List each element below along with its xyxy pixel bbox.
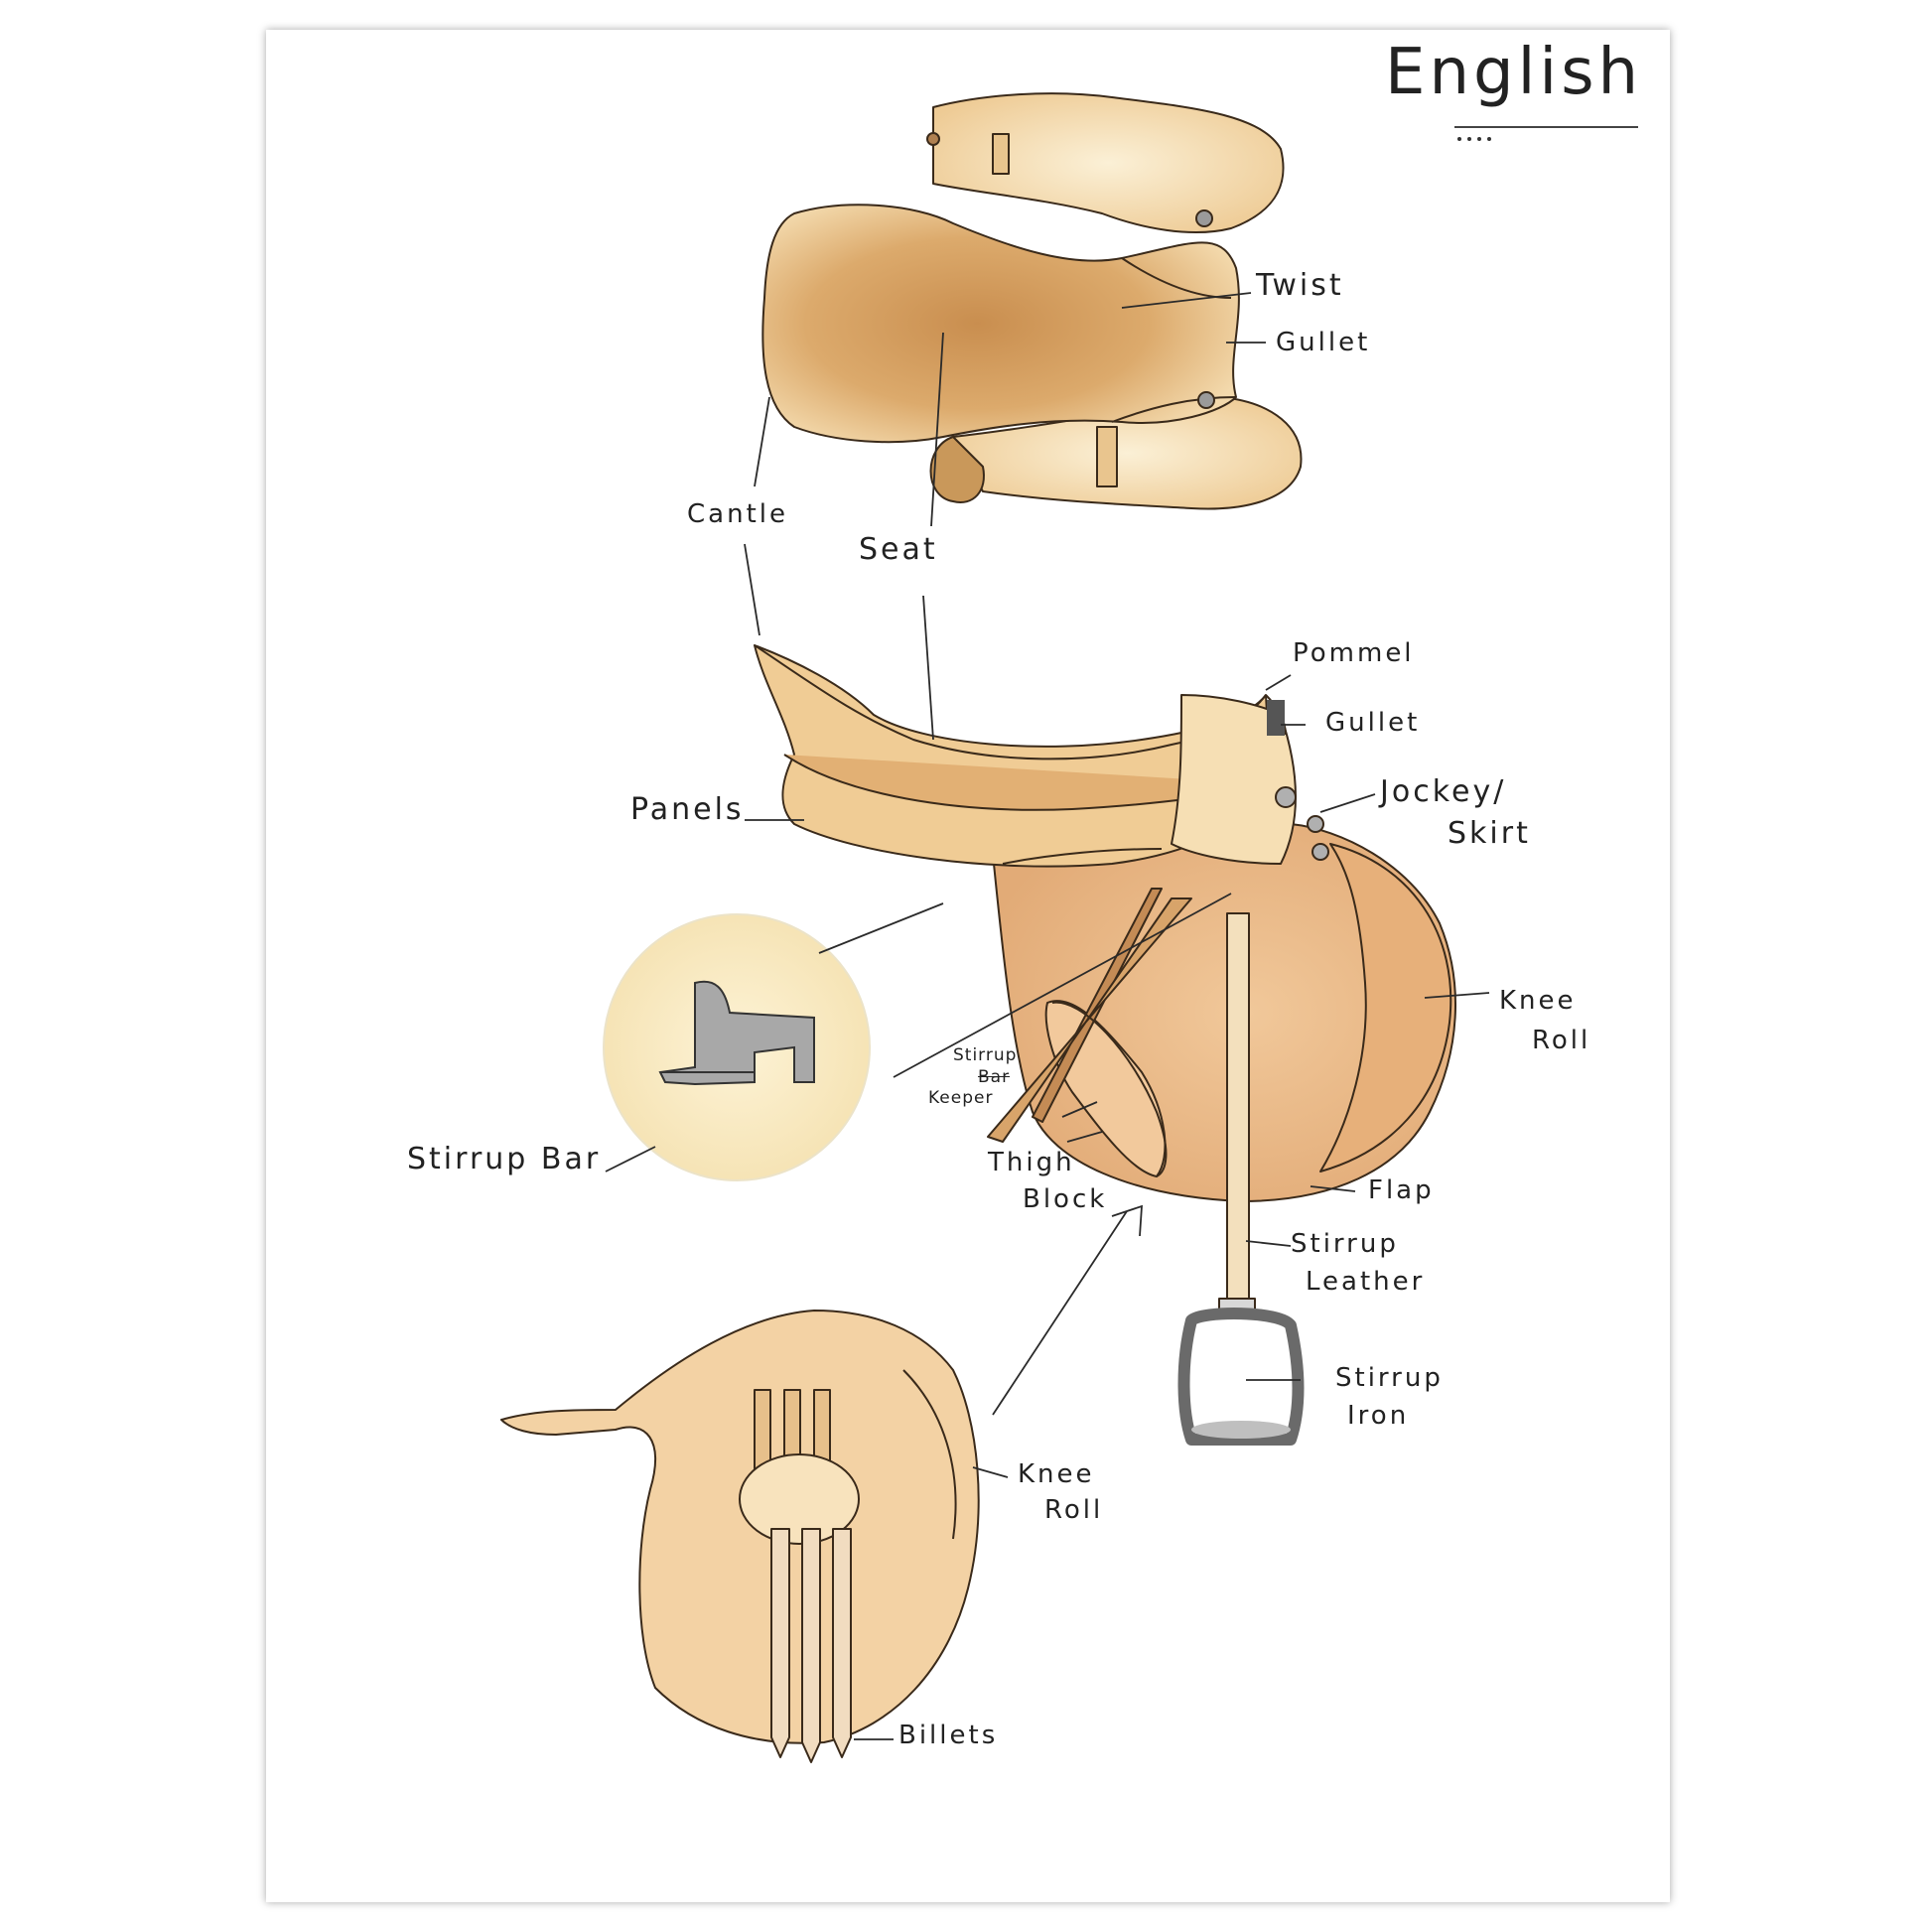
label-twist: Twist (1256, 268, 1344, 303)
label-panels: Panels (630, 792, 745, 827)
top-view-saddle (761, 92, 1303, 510)
label-knee-roll-side-line2: Roll (1532, 1026, 1591, 1055)
label-stirrup-keeper-line1: Stirrup (953, 1045, 1018, 1065)
label-gullet-top: Gullet (1276, 328, 1371, 357)
label-billets: Billets (898, 1721, 999, 1750)
label-knee-roll-front-line1: Knee (1018, 1459, 1095, 1489)
label-stirrup-bar: Stirrup Bar (407, 1142, 602, 1176)
label-gullet-side: Gullet (1325, 708, 1421, 738)
label-flap: Flap (1368, 1175, 1435, 1205)
label-stirrup-leather-line2: Leather (1306, 1267, 1426, 1297)
label-stirrup-iron-line2: Iron (1347, 1401, 1410, 1431)
leader-lines (605, 126, 1638, 1740)
label-thigh-block-line2: Block (1023, 1184, 1108, 1214)
label-stirrup-iron-line1: Stirrup (1335, 1363, 1444, 1393)
billets-view (500, 1310, 980, 1763)
label-knee-roll-side-line1: Knee (1499, 986, 1577, 1016)
label-knee-roll-front-line2: Roll (1044, 1495, 1104, 1525)
label-cantle: Cantle (687, 499, 788, 529)
label-seat: Seat (859, 532, 938, 567)
side-view-saddle (754, 644, 1456, 1446)
label-jockey-skirt-line2: Skirt (1448, 816, 1531, 851)
title-underline-dots (1457, 137, 1491, 141)
stirrup-bar-detail (603, 913, 871, 1181)
page-title: English (1385, 36, 1643, 109)
label-thigh-block-line1: Thigh (988, 1148, 1075, 1177)
label-stirrup-keeper-line2: Bar (978, 1067, 1011, 1087)
label-pommel: Pommel (1293, 638, 1415, 668)
label-stirrup-keeper-line3: Keeper (928, 1088, 994, 1108)
label-jockey-skirt-line1: Jockey/ (1380, 774, 1507, 809)
label-stirrup-leather-line1: Stirrup (1291, 1229, 1399, 1259)
